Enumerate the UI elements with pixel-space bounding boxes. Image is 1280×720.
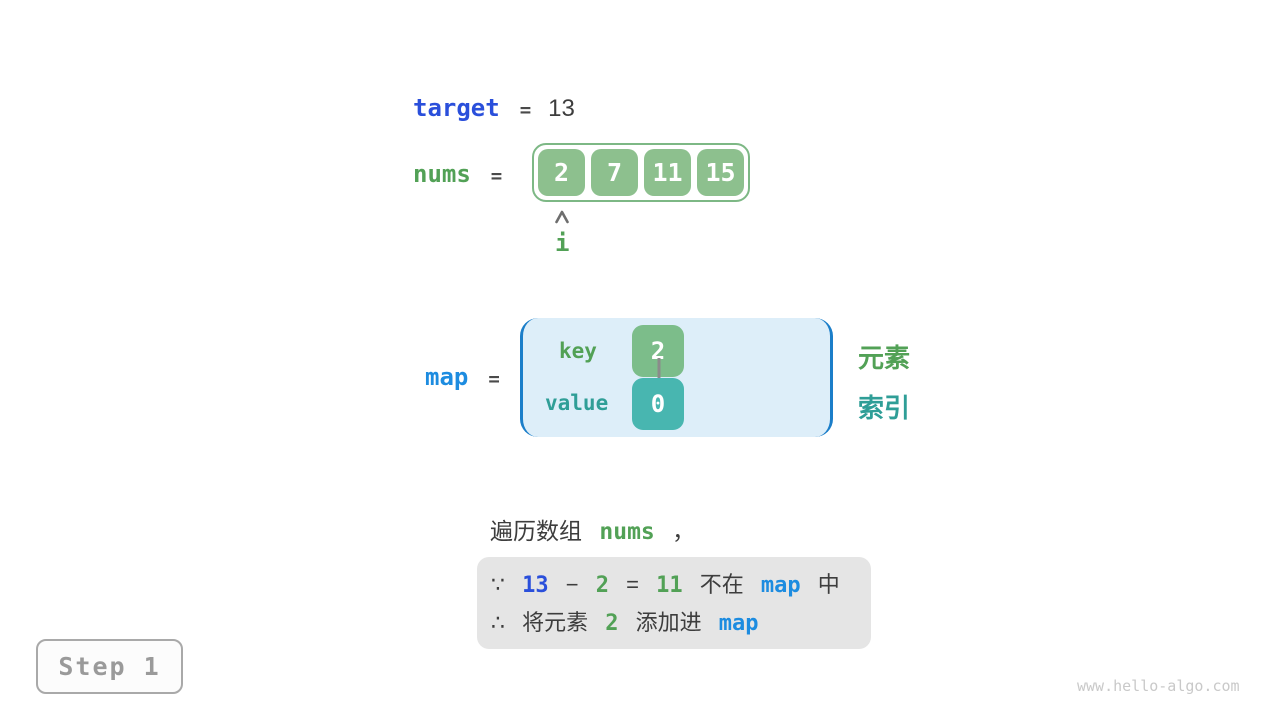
array-cell-1: 7 xyxy=(591,149,638,196)
nums-array: 2 7 11 15 xyxy=(532,143,750,202)
nums-equals-sign: = xyxy=(490,165,503,187)
therefore-symbol: ∴ xyxy=(491,610,505,635)
note-prefix-text: 将元素 xyxy=(522,610,589,635)
note-not-in-text: 不在 xyxy=(699,572,744,597)
note-line-1: ∵ 13 − 2 = 11 不在 map 中 xyxy=(491,566,871,604)
caption-text: 遍历数组 xyxy=(490,518,582,544)
map-container: key 2 value 0 xyxy=(520,318,833,437)
caption-nums-code: nums xyxy=(599,519,655,545)
caret-up-icon xyxy=(555,210,569,224)
because-symbol: ∵ xyxy=(491,572,505,597)
step-badge: Step 1 xyxy=(36,639,183,694)
target-value: 13 xyxy=(548,95,575,122)
note-line-2: ∴ 将元素 2 添加进 map xyxy=(491,604,871,642)
map-equals-sign: = xyxy=(488,368,500,390)
caption-line: 遍历数组 nums ， xyxy=(490,512,695,546)
map-value-cell: 0 xyxy=(632,378,684,430)
note-in-suffix: 中 xyxy=(817,572,840,597)
note-map-code-1: map xyxy=(760,573,801,598)
note-minuend: 13 xyxy=(522,573,549,598)
key-label: key xyxy=(559,339,597,363)
map-row: map = xyxy=(425,363,500,391)
note-box: ∵ 13 − 2 = 11 不在 map 中 ∴ 将元素 2 添加进 map xyxy=(477,557,871,649)
note-element-value: 2 xyxy=(605,611,619,636)
map-label: map xyxy=(425,363,469,391)
array-cell-0: 2 xyxy=(538,149,585,196)
target-row: target = 13 xyxy=(413,94,575,123)
caption-comma: ， xyxy=(672,518,696,544)
note-action-text: 添加进 xyxy=(635,610,702,635)
watermark: www.hello-algo.com xyxy=(1077,677,1240,695)
element-legend-label: 元素 xyxy=(858,343,911,373)
target-equals-sign: = xyxy=(519,99,532,121)
note-map-code-2: map xyxy=(718,611,759,636)
index-pointer-label: i xyxy=(555,229,570,257)
index-legend-label: 索引 xyxy=(858,393,911,423)
note-equals-sign: = xyxy=(626,572,639,597)
target-label: target xyxy=(413,94,500,122)
minus-sign: − xyxy=(565,572,579,597)
nums-row: nums = xyxy=(413,160,502,188)
nums-label: nums xyxy=(413,160,471,188)
note-subtrahend: 2 xyxy=(595,573,609,598)
note-difference: 11 xyxy=(656,573,683,598)
value-label: value xyxy=(545,391,609,415)
array-cell-3: 15 xyxy=(697,149,744,196)
array-cell-2: 11 xyxy=(644,149,691,196)
